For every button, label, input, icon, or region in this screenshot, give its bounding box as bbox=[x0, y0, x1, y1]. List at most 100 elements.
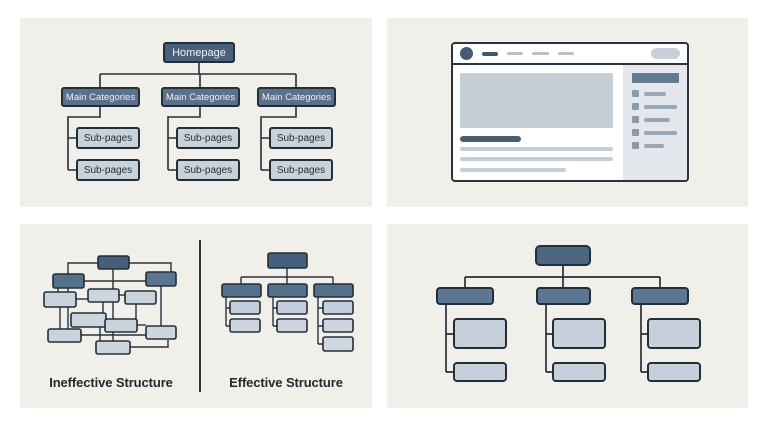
root-connector-line bbox=[464, 266, 661, 287]
text-line-bar bbox=[460, 157, 613, 161]
tangle-node-light bbox=[70, 312, 107, 328]
root-connector-line bbox=[99, 63, 297, 87]
list-bullet-icon bbox=[632, 116, 639, 123]
sitemap-subpage-node: Sub-pages bbox=[76, 127, 140, 149]
sitemap-subpage-node: Sub-pages bbox=[76, 159, 140, 181]
browser-window bbox=[451, 42, 689, 182]
sitemap-subpage-node: Sub-pages bbox=[176, 127, 240, 149]
nav-link-bar bbox=[532, 52, 549, 55]
list-text-bar bbox=[644, 104, 677, 109]
structure-comparison-panel: Ineffective Structure Effective Structur… bbox=[20, 224, 372, 408]
list-bullet-icon bbox=[632, 129, 639, 136]
text-line-bar bbox=[460, 147, 613, 151]
large-tree-branch-node bbox=[436, 287, 494, 305]
tree-leaf-node bbox=[276, 318, 308, 333]
list-text-bar bbox=[644, 143, 664, 148]
ineffective-structure-label: Ineffective Structure bbox=[49, 375, 173, 390]
sidebar-list-item bbox=[632, 116, 687, 123]
heading-bar bbox=[460, 136, 521, 142]
subpage-bracket-right bbox=[260, 107, 297, 171]
sidebar-list-item bbox=[632, 90, 687, 97]
comparison-diagram bbox=[43, 240, 354, 392]
tangle-node-mid bbox=[145, 271, 177, 287]
sitemap-panel: Homepage Main Categories Main Categories… bbox=[20, 18, 372, 207]
tree-leaf-node bbox=[322, 336, 354, 352]
cta-button-pill bbox=[651, 48, 680, 59]
list-text-bar bbox=[644, 130, 677, 135]
webpage-wireframe-panel bbox=[387, 18, 748, 207]
browser-content-area bbox=[453, 65, 687, 180]
tree-leaf-node bbox=[322, 318, 354, 333]
list-text-bar bbox=[644, 117, 670, 122]
sitemap-subpage-node: Sub-pages bbox=[269, 159, 333, 181]
tangle-node-light bbox=[104, 318, 138, 333]
tree-root-node bbox=[267, 252, 308, 269]
list-bullet-icon bbox=[632, 90, 639, 97]
large-tree-leaf-node bbox=[647, 318, 701, 349]
leaf-bracket-left bbox=[445, 305, 453, 373]
tree-branch-node bbox=[221, 283, 262, 298]
large-tree-root-node bbox=[535, 245, 591, 266]
tangle-node-light bbox=[47, 328, 82, 343]
nav-link-bar-active bbox=[482, 51, 498, 56]
sidebar-list-item bbox=[632, 142, 687, 149]
subpage-label: Sub-pages bbox=[183, 164, 233, 176]
leaf-bracket-right bbox=[640, 305, 647, 373]
nav-link-bar bbox=[558, 52, 574, 55]
tangle-node-light bbox=[95, 340, 131, 355]
leaf-bracket-center bbox=[545, 305, 552, 373]
sitemap-subpage-node: Sub-pages bbox=[269, 127, 333, 149]
effective-structure-nodes bbox=[221, 252, 354, 352]
sidebar-header-bar bbox=[632, 73, 679, 83]
category-label: Main Categories bbox=[65, 91, 136, 103]
list-bullet-icon bbox=[632, 142, 639, 149]
sidebar-widget bbox=[623, 65, 687, 180]
sidebar-list-item bbox=[632, 103, 687, 110]
sitemap-root-label: Homepage bbox=[172, 46, 226, 59]
sitemap-subpage-node: Sub-pages bbox=[176, 159, 240, 181]
subpage-label: Sub-pages bbox=[276, 132, 326, 144]
browser-header-bar bbox=[453, 44, 687, 65]
large-tree-leaf-node bbox=[552, 318, 606, 349]
list-bullet-icon bbox=[632, 103, 639, 110]
tree-leaf-node bbox=[322, 300, 354, 315]
large-tree-leaf-node bbox=[453, 362, 507, 382]
tangle-node-light bbox=[124, 290, 157, 305]
nav-links bbox=[482, 51, 574, 56]
text-line-bar bbox=[460, 168, 566, 172]
logo-icon bbox=[460, 47, 473, 60]
sitemap-connector-lines bbox=[67, 63, 297, 171]
tree-leaf-node bbox=[229, 318, 261, 333]
large-tree-branch-node bbox=[631, 287, 689, 305]
tree-leaf-node bbox=[229, 300, 261, 315]
tangle-node-dark bbox=[97, 255, 130, 270]
tangle-node-mid bbox=[52, 273, 85, 289]
large-tree-connector-lines bbox=[445, 266, 661, 373]
large-tree-panel bbox=[387, 224, 748, 408]
large-tree-leaf-node bbox=[552, 362, 606, 382]
sitemap-category-node-1: Main Categories bbox=[61, 87, 140, 107]
ineffective-structure-nodes bbox=[43, 255, 177, 355]
tree-branch-node bbox=[267, 283, 308, 298]
effective-structure-label: Effective Structure bbox=[229, 375, 343, 390]
subpage-label: Sub-pages bbox=[83, 164, 133, 176]
subpage-label: Sub-pages bbox=[276, 164, 326, 176]
subpage-bracket-left bbox=[67, 107, 101, 171]
tree-leaf-node bbox=[276, 300, 308, 315]
hero-image-placeholder bbox=[460, 73, 613, 128]
tangle-node-light bbox=[43, 291, 77, 308]
category-label: Main Categories bbox=[261, 91, 332, 103]
tangle-node-light bbox=[87, 288, 120, 303]
large-tree-leaf-node bbox=[647, 362, 701, 382]
subpage-label: Sub-pages bbox=[83, 132, 133, 144]
large-tree-leaf-node bbox=[453, 318, 507, 349]
subpage-label: Sub-pages bbox=[183, 132, 233, 144]
tangle-node-light bbox=[145, 325, 177, 340]
tree-branch-node bbox=[313, 283, 354, 298]
subpage-bracket-center bbox=[167, 107, 201, 171]
nav-link-bar bbox=[507, 52, 523, 55]
sitemap-category-node-2: Main Categories bbox=[161, 87, 240, 107]
category-label: Main Categories bbox=[165, 91, 236, 103]
sidebar-list-item bbox=[632, 129, 687, 136]
list-text-bar bbox=[644, 91, 666, 96]
